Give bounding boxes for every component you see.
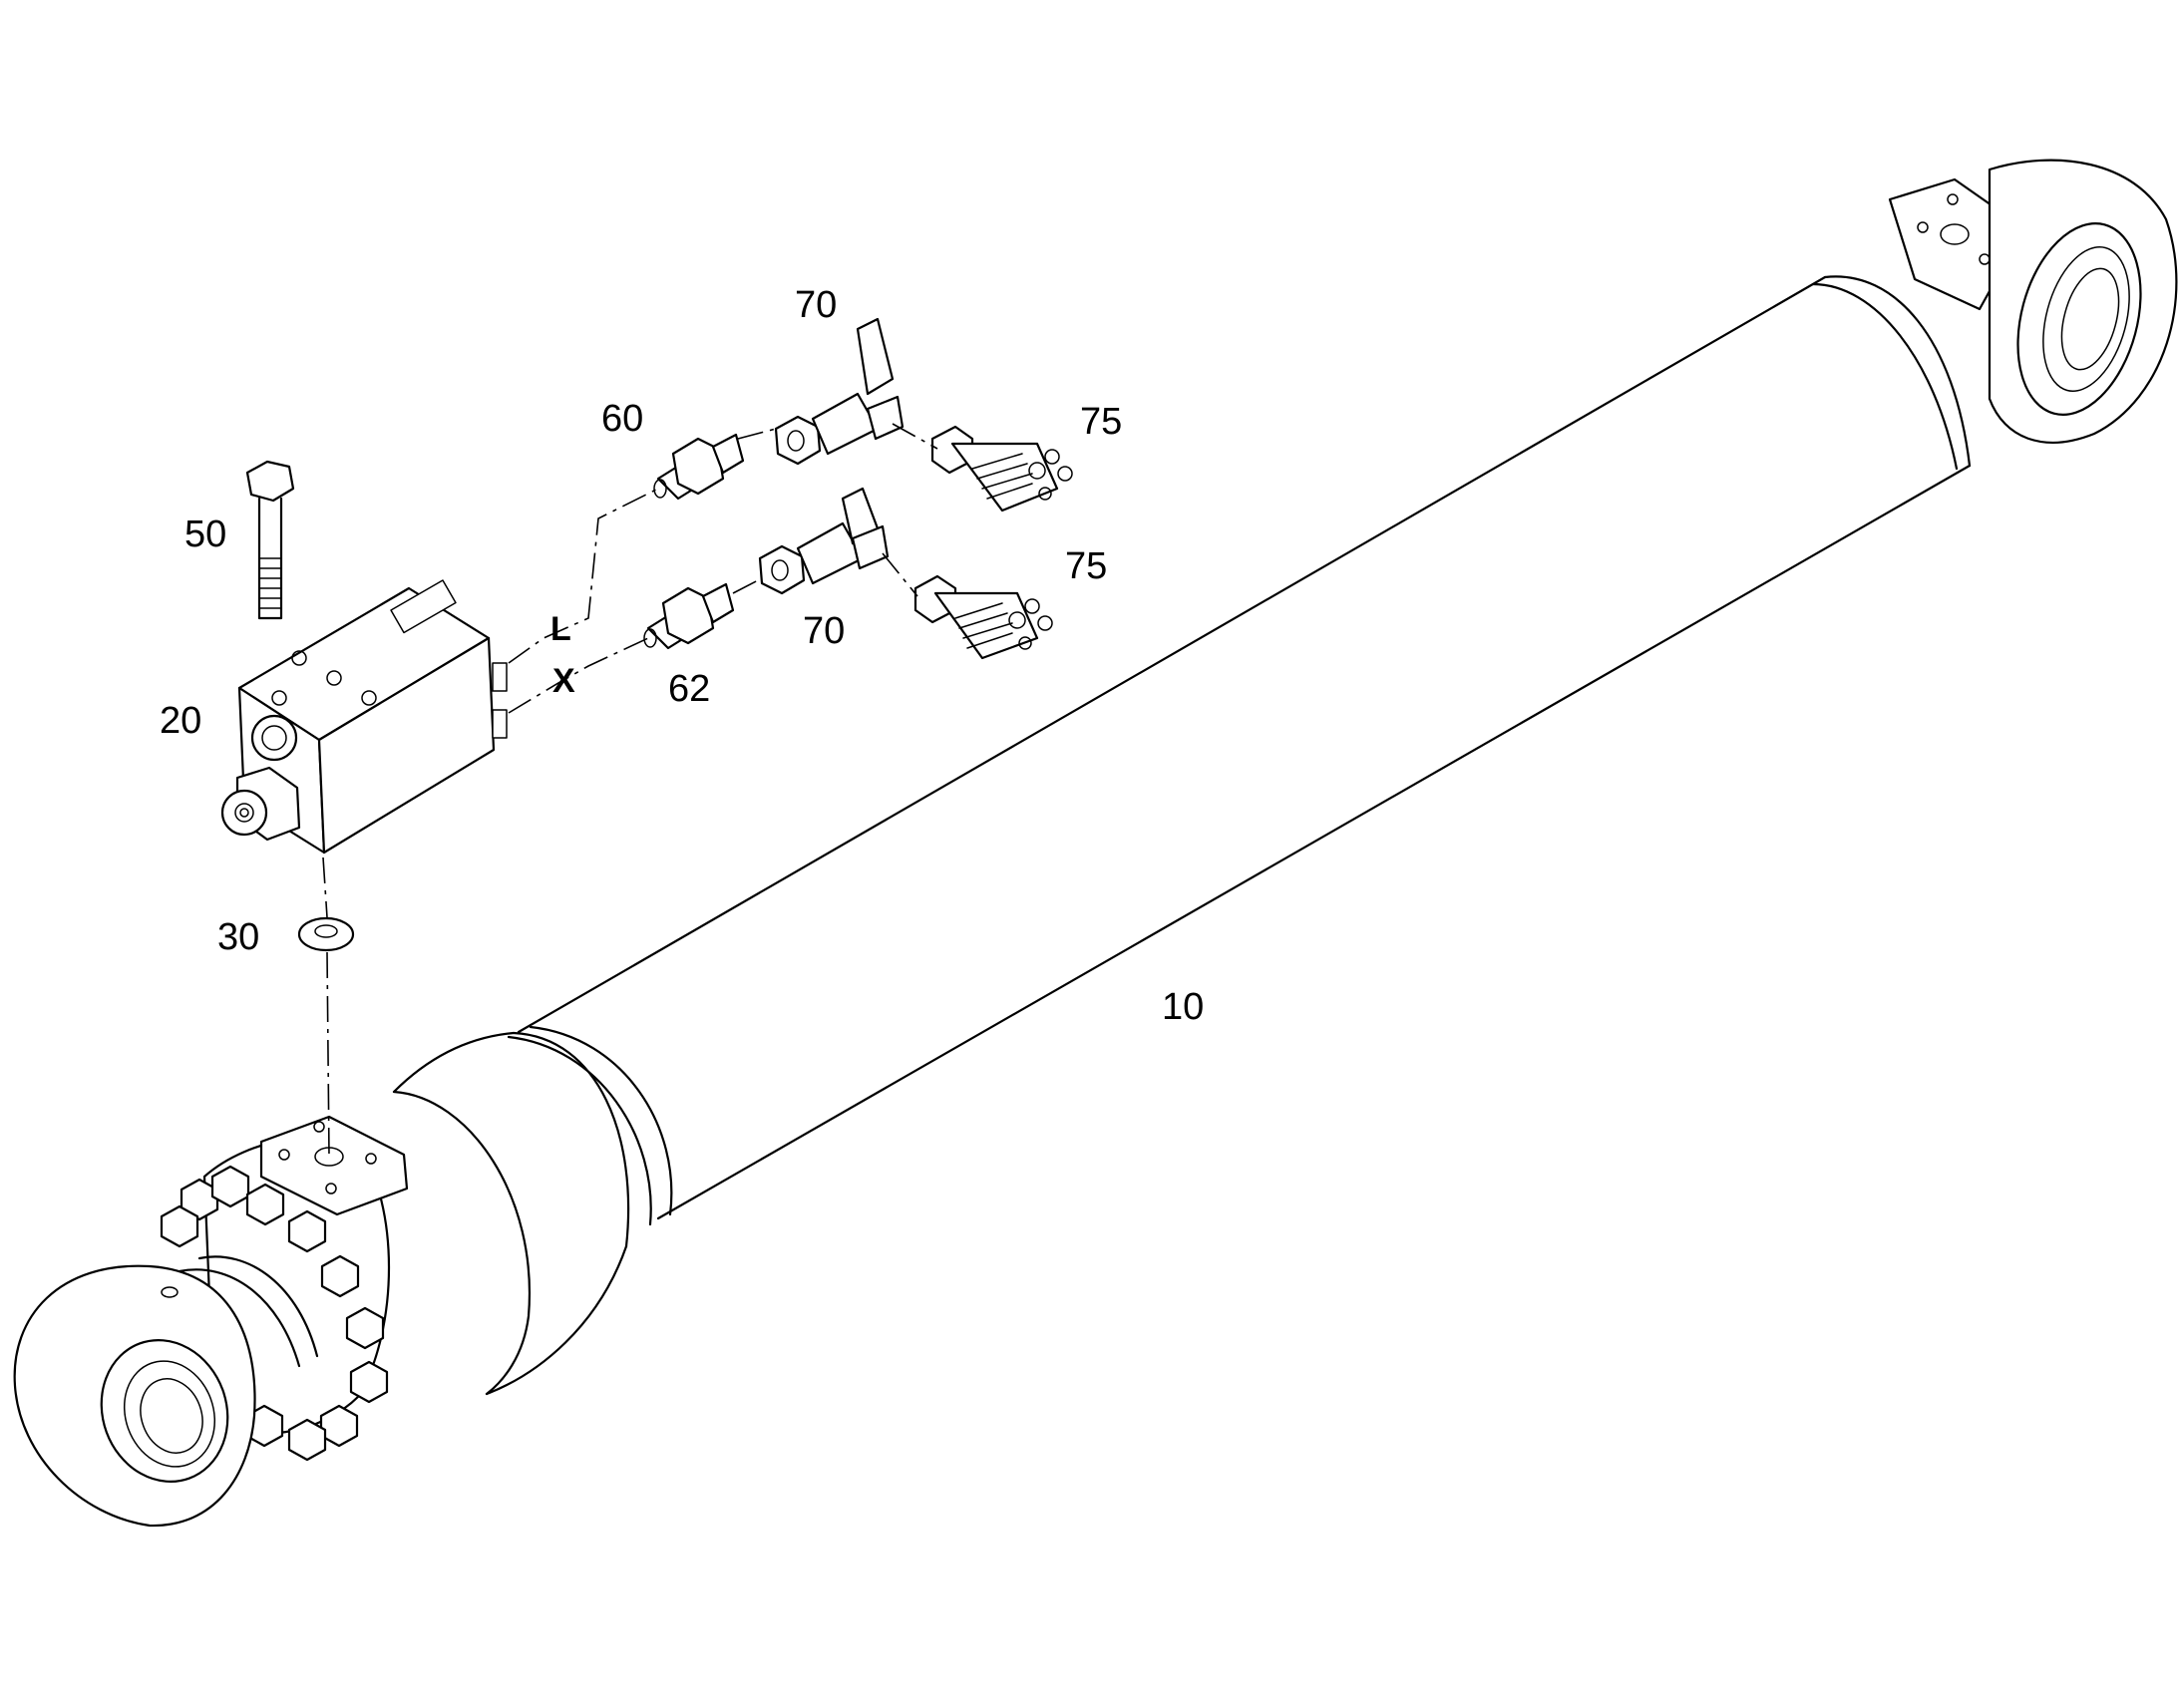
port-label-l: L — [550, 610, 571, 648]
valve-block — [220, 579, 508, 854]
callout-62: 62 — [668, 668, 710, 710]
assembly-centerlines — [322, 423, 938, 1158]
callout-20: 20 — [160, 700, 201, 742]
seal-ring — [297, 916, 355, 952]
callout-10: 10 — [1162, 986, 1204, 1028]
screw — [245, 460, 295, 620]
callout-60: 60 — [601, 398, 643, 440]
callout-labels: 10 20 30 50 60 62 70 70 75 75 L X — [160, 284, 1204, 1028]
test-port-75-bottom — [913, 574, 1053, 660]
adapter-62 — [643, 582, 735, 650]
test-port-75-top — [930, 425, 1073, 512]
callout-70-top: 70 — [795, 284, 837, 326]
callout-50: 50 — [184, 513, 226, 555]
flange-bolts — [160, 1165, 389, 1462]
callout-70-bottom: 70 — [803, 610, 845, 652]
tee-fitting-70-top — [774, 317, 905, 466]
port-label-x: X — [552, 662, 575, 700]
hydraulic-cylinder — [13, 159, 2178, 1528]
adapter-60 — [653, 433, 745, 501]
tee-fitting-70-bottom — [758, 487, 890, 595]
callout-75-bottom: 75 — [1065, 545, 1107, 587]
callout-75-top: 75 — [1080, 401, 1122, 443]
callout-30: 30 — [217, 916, 259, 958]
